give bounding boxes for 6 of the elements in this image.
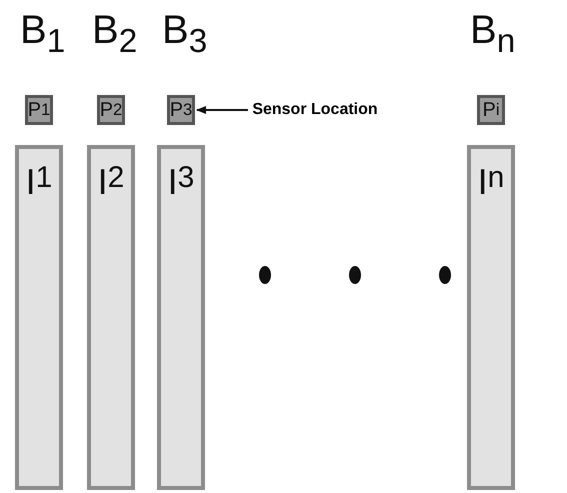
column-label: B$_{1}$ <box>20 8 66 61</box>
column-label: B$_{2}$ <box>92 8 138 61</box>
annotation-text: Sensor Location <box>250 98 380 122</box>
column-label: B$_{n}$ <box>470 8 516 61</box>
arrow <box>196 106 248 114</box>
column-label: B$_{3}$ <box>162 8 208 61</box>
